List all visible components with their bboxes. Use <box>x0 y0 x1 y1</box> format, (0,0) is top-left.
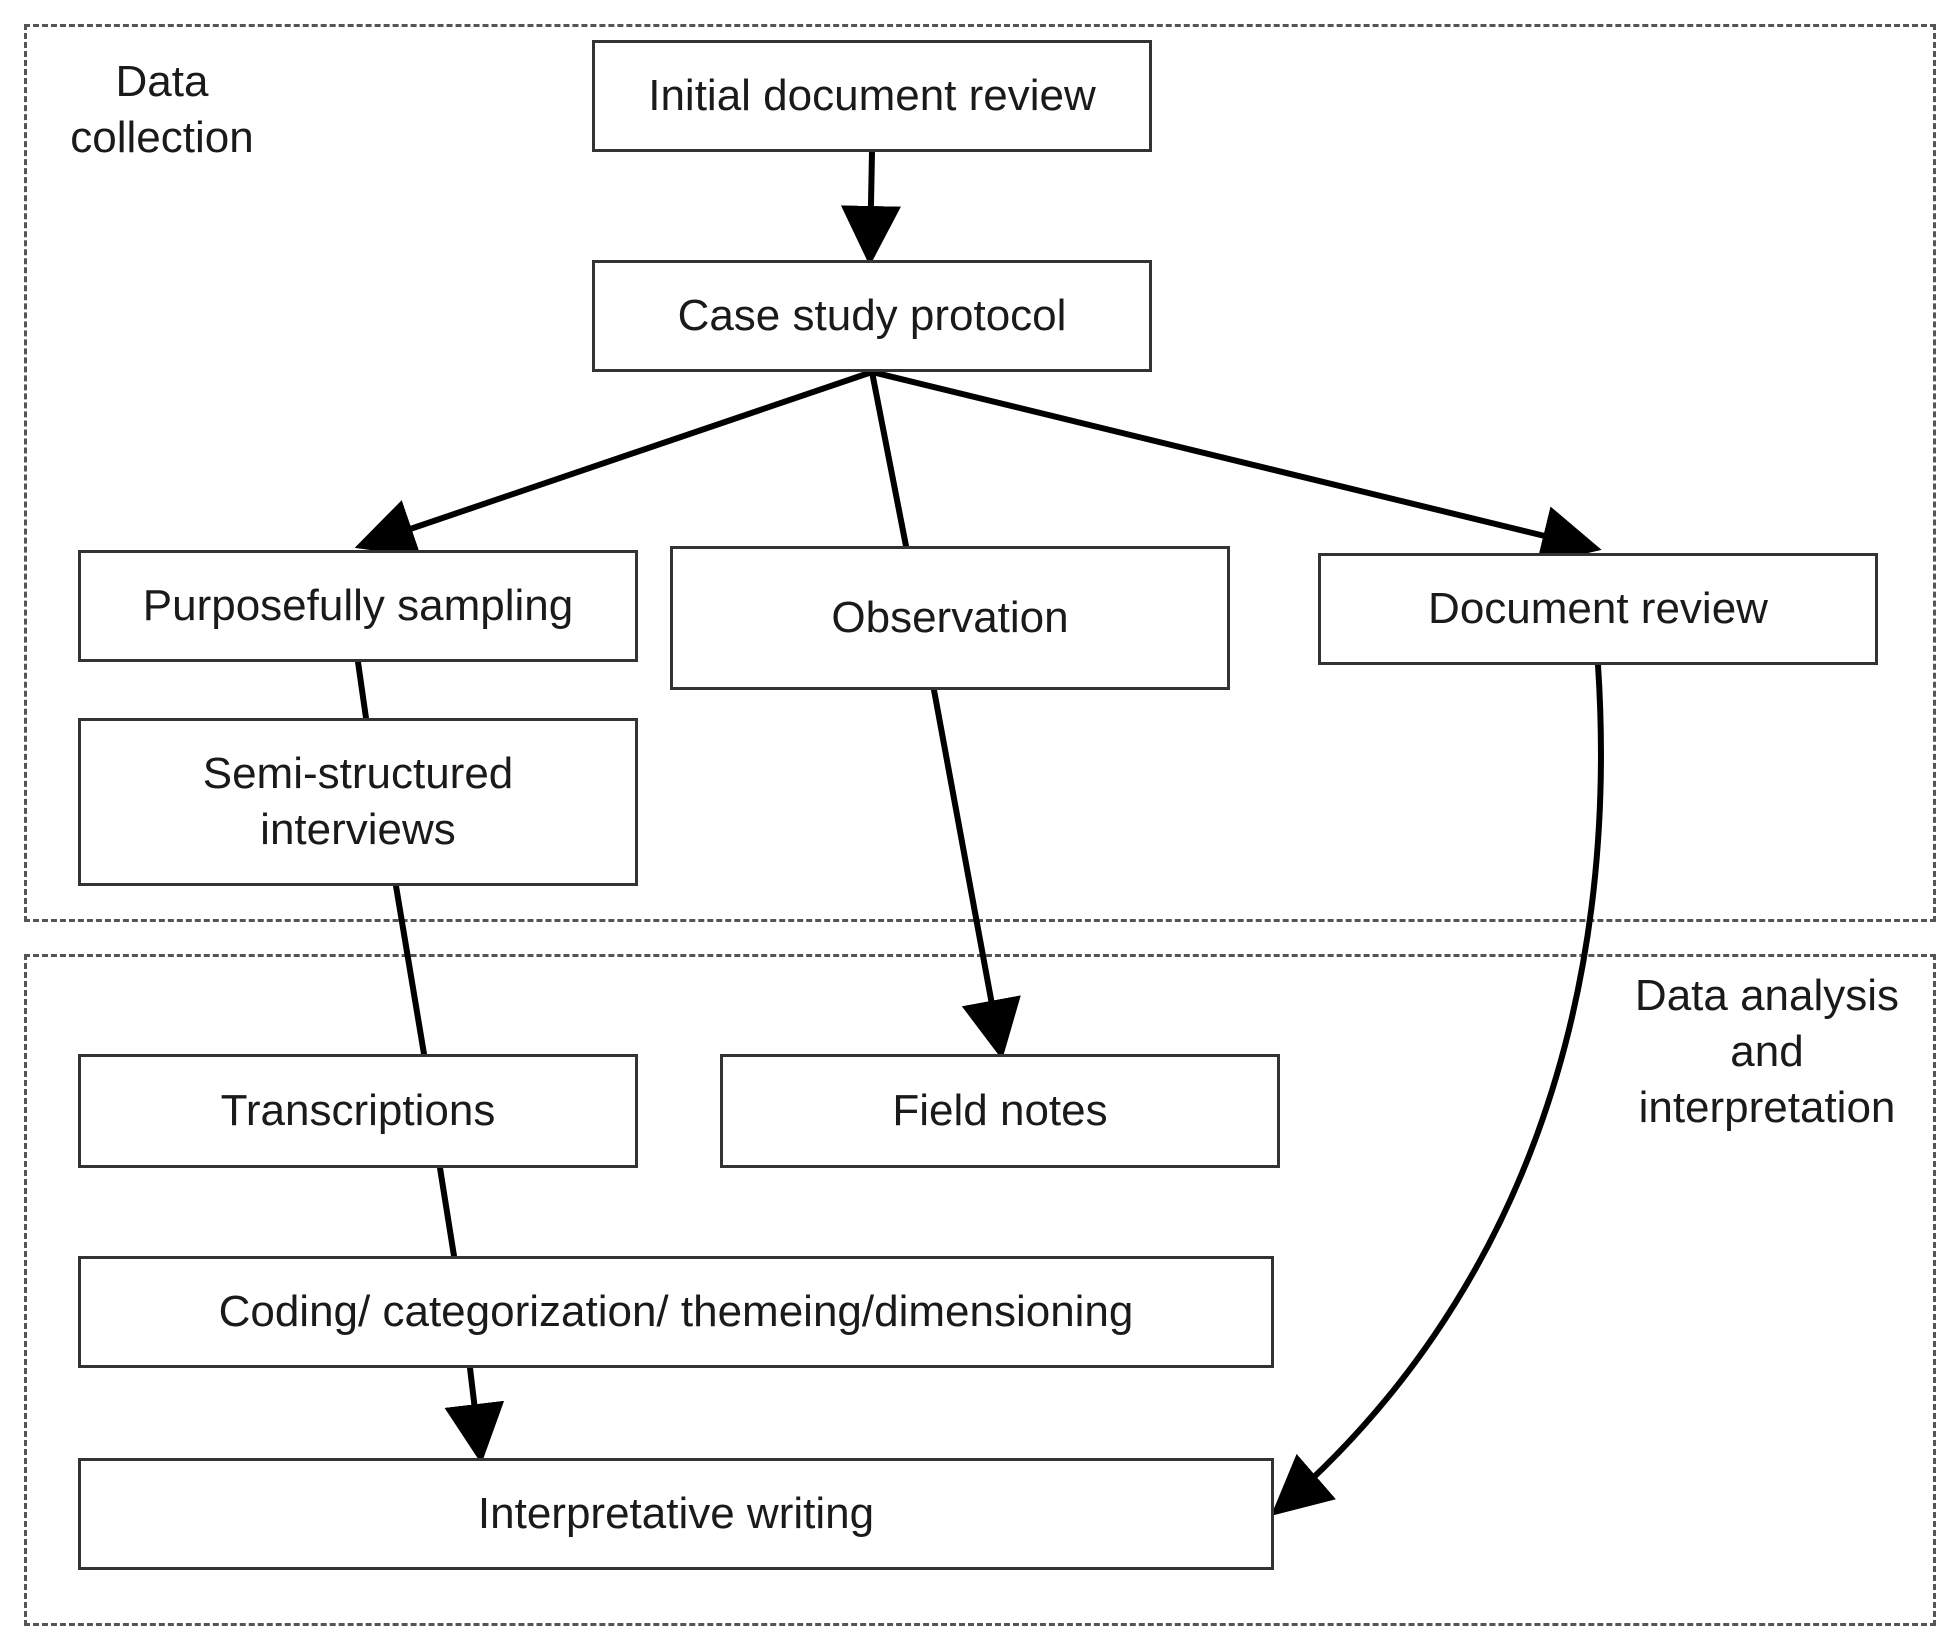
case-study-protocol-node: Case study protocol <box>592 260 1152 372</box>
observation-node: Observation <box>670 546 1230 690</box>
data-collection-label: Data collection <box>70 57 254 162</box>
interpretative-writing-node: Interpretative writing <box>78 1458 1274 1570</box>
semi-structured-interviews-node: Semi-structured interviews <box>78 718 638 886</box>
document-review-node: Document review <box>1318 553 1878 665</box>
purposefully-sampling-node: Purposefully sampling <box>78 550 638 662</box>
field-notes-node: Field notes <box>720 1054 1280 1168</box>
transcriptions-node: Transcriptions <box>78 1054 638 1168</box>
coding-node: Coding/ categorization/ themeing/dimensi… <box>78 1256 1274 1368</box>
data-analysis-label: Data analysis and interpretation <box>1634 971 1900 1132</box>
initial-document-review-node: Initial document review <box>592 40 1152 152</box>
